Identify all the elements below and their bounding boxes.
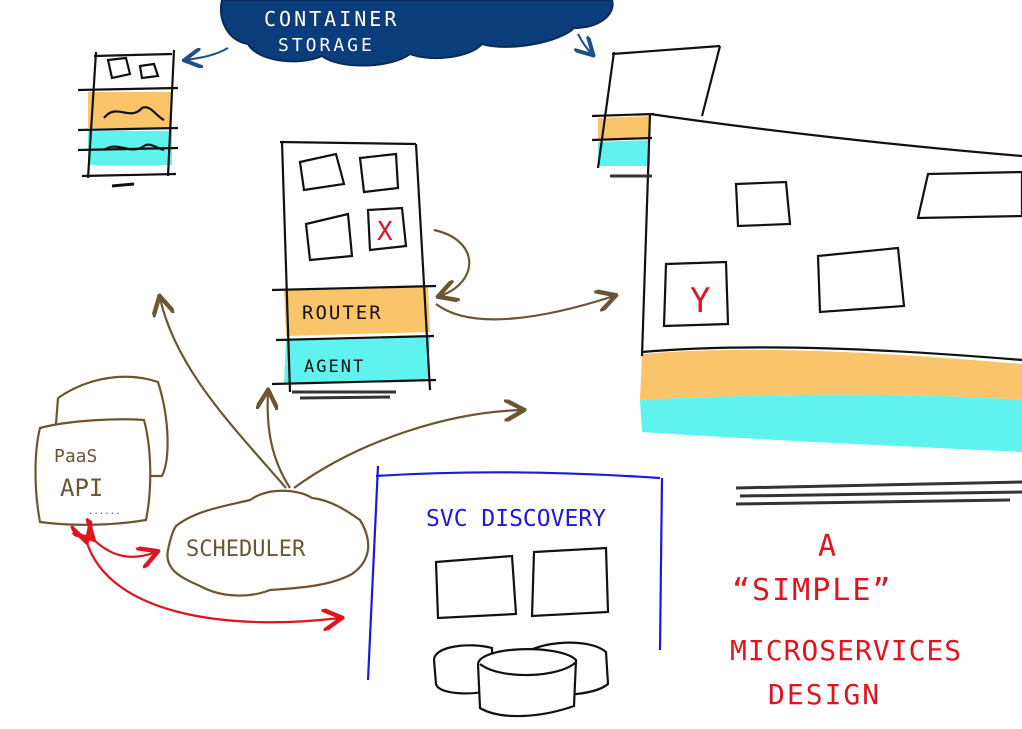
arrow-router-to-large-host: [435, 296, 614, 321]
small-host-router-band: [88, 92, 172, 128]
svc-discovery: SVC DISCOVERY: [366, 465, 664, 718]
paas-api: PaaS API ......: [34, 375, 169, 526]
large-host-router-band: [640, 349, 1022, 400]
small-host-cell: [138, 62, 160, 80]
large-host-cell: [734, 180, 792, 228]
svc-cell: [530, 546, 610, 618]
large-host-cell-y: [662, 260, 730, 328]
arrow-scheduler-to-up: [160, 298, 287, 489]
cloud-title-line1: CONTAINER: [264, 7, 399, 31]
container-storage-cloud: CONTAINER STORAGE: [220, 0, 614, 67]
svc-db-cylinder: [476, 648, 578, 718]
router-label: ROUTER: [302, 302, 383, 324]
middle-host-cell: [298, 152, 346, 192]
large-host-agent-band: [640, 394, 1022, 452]
large-host-cell: [916, 170, 1022, 220]
paas-small-text: ......: [88, 507, 121, 517]
cloud-arrow-left: [186, 47, 229, 60]
caption-line4: DESIGN: [768, 678, 881, 711]
arrows: [86, 228, 614, 622]
small-host-cell: [106, 56, 132, 80]
scheduler: SCHEDULER: [166, 489, 370, 597]
middle-host-cell: [358, 152, 400, 194]
svc-label: SVC DISCOVERY: [426, 506, 606, 532]
cloud-arrow-right: [578, 33, 592, 54]
large-host-side-router-band: [598, 116, 650, 140]
caption: A “SIMPLE” MICROSERVICES DESIGN: [730, 529, 962, 711]
scheduler-label: SCHEDULER: [186, 537, 306, 562]
caption-line1: A: [818, 529, 836, 564]
caption-line3: MICROSERVICES: [730, 634, 962, 667]
svc-cell: [434, 554, 518, 620]
arrow-scheduler-to-right: [293, 410, 522, 489]
arrow-scheduler-to-agent: [268, 392, 291, 489]
large-host: Y: [591, 44, 1022, 506]
agent-label: AGENT: [304, 357, 365, 377]
paas-line1: PaaS: [54, 446, 97, 467]
cell-y-mark: Y: [690, 281, 710, 321]
middle-host: X ROUTER AGENT: [271, 140, 437, 400]
cell-x-mark: X: [377, 217, 393, 247]
arrow-paas-svc: [86, 540, 340, 622]
small-host: [77, 49, 179, 188]
middle-host-cell-x: [366, 206, 408, 252]
paas-line2: API: [60, 474, 103, 502]
cloud-title-line2: STORAGE: [278, 35, 375, 56]
middle-host-agent-band: [284, 336, 430, 384]
caption-line2: “SIMPLE”: [732, 573, 893, 608]
arrow-cellx-to-router: [434, 228, 471, 296]
large-host-cell: [816, 246, 906, 314]
large-host-side-agent-band: [598, 140, 650, 166]
arrow-paas-scheduler: [92, 538, 156, 557]
middle-host-cell: [304, 212, 354, 262]
middle-host-router-band: [284, 286, 430, 336]
